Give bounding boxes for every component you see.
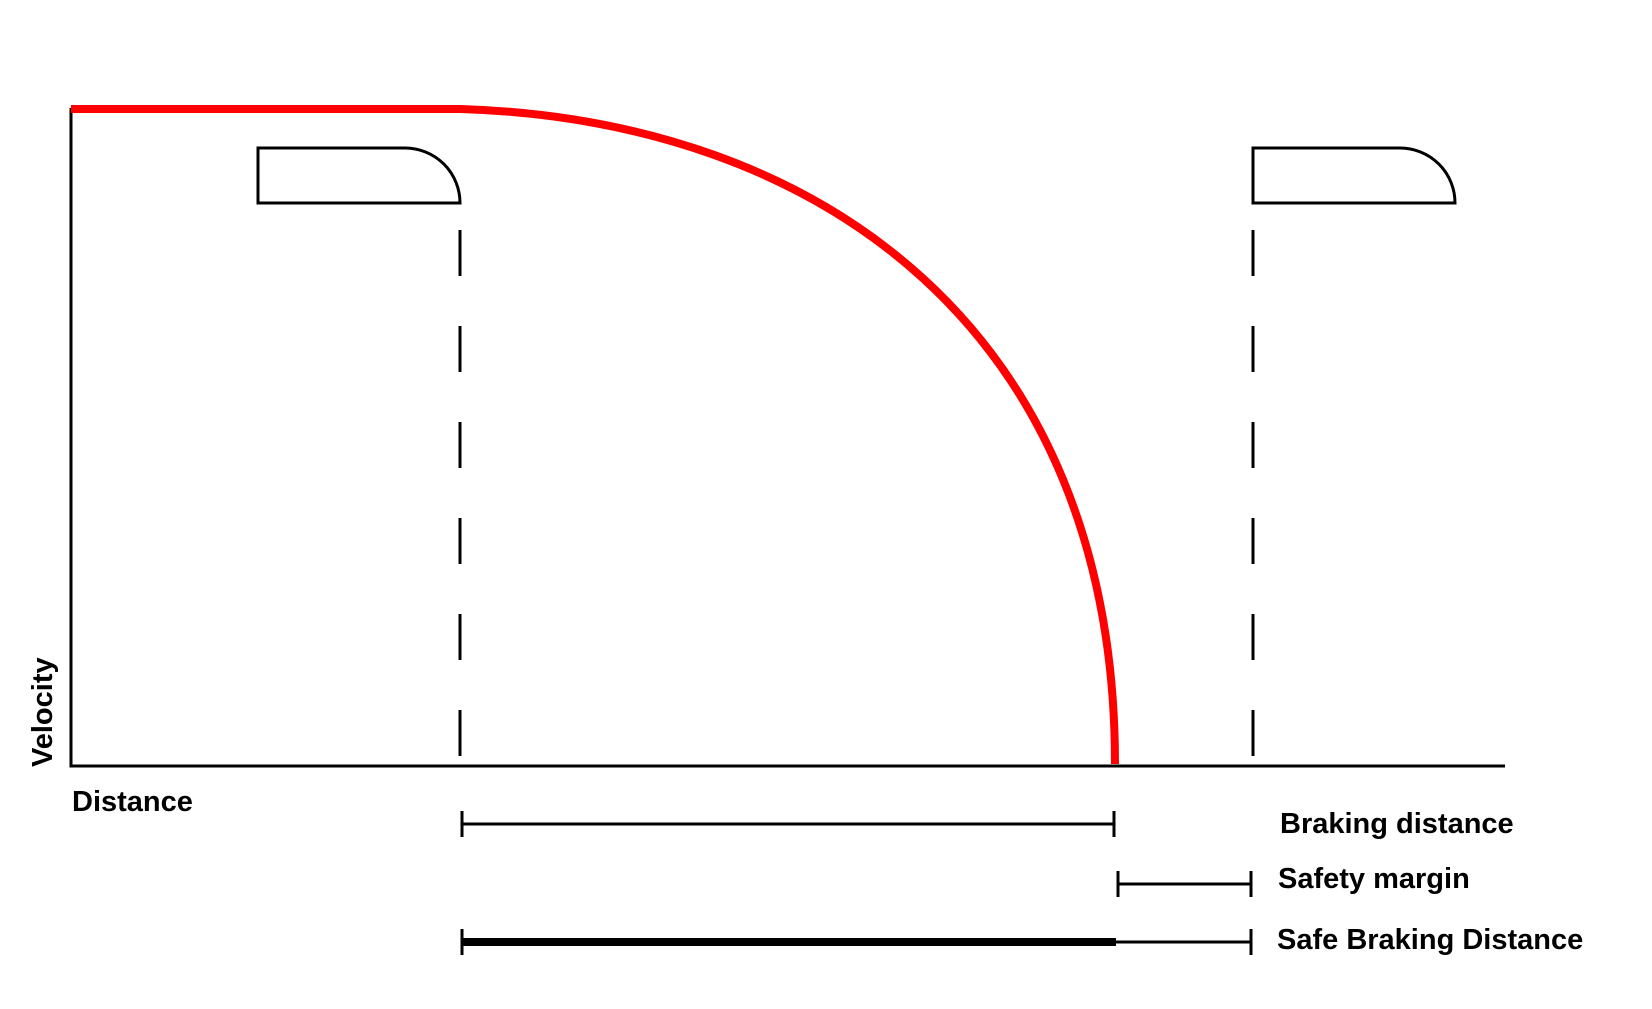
braking-distance-label: Braking distance: [1280, 808, 1514, 840]
obstacle-train-icon: [1251, 146, 1457, 205]
velocity-axis-label: Velocity: [27, 657, 59, 767]
safe-braking-distance-label: Safe Braking Distance: [1277, 924, 1583, 956]
braking-train-icon: [256, 146, 462, 205]
distance-axis-label: Distance: [72, 786, 193, 818]
safety-margin-label: Safety margin: [1278, 863, 1470, 895]
velocity-curve: [71, 105, 1119, 765]
safe-braking-distance-bracket: [460, 929, 1253, 955]
safety-margin-bracket: [1116, 871, 1253, 897]
braking-distance-bracket: [460, 811, 1116, 837]
